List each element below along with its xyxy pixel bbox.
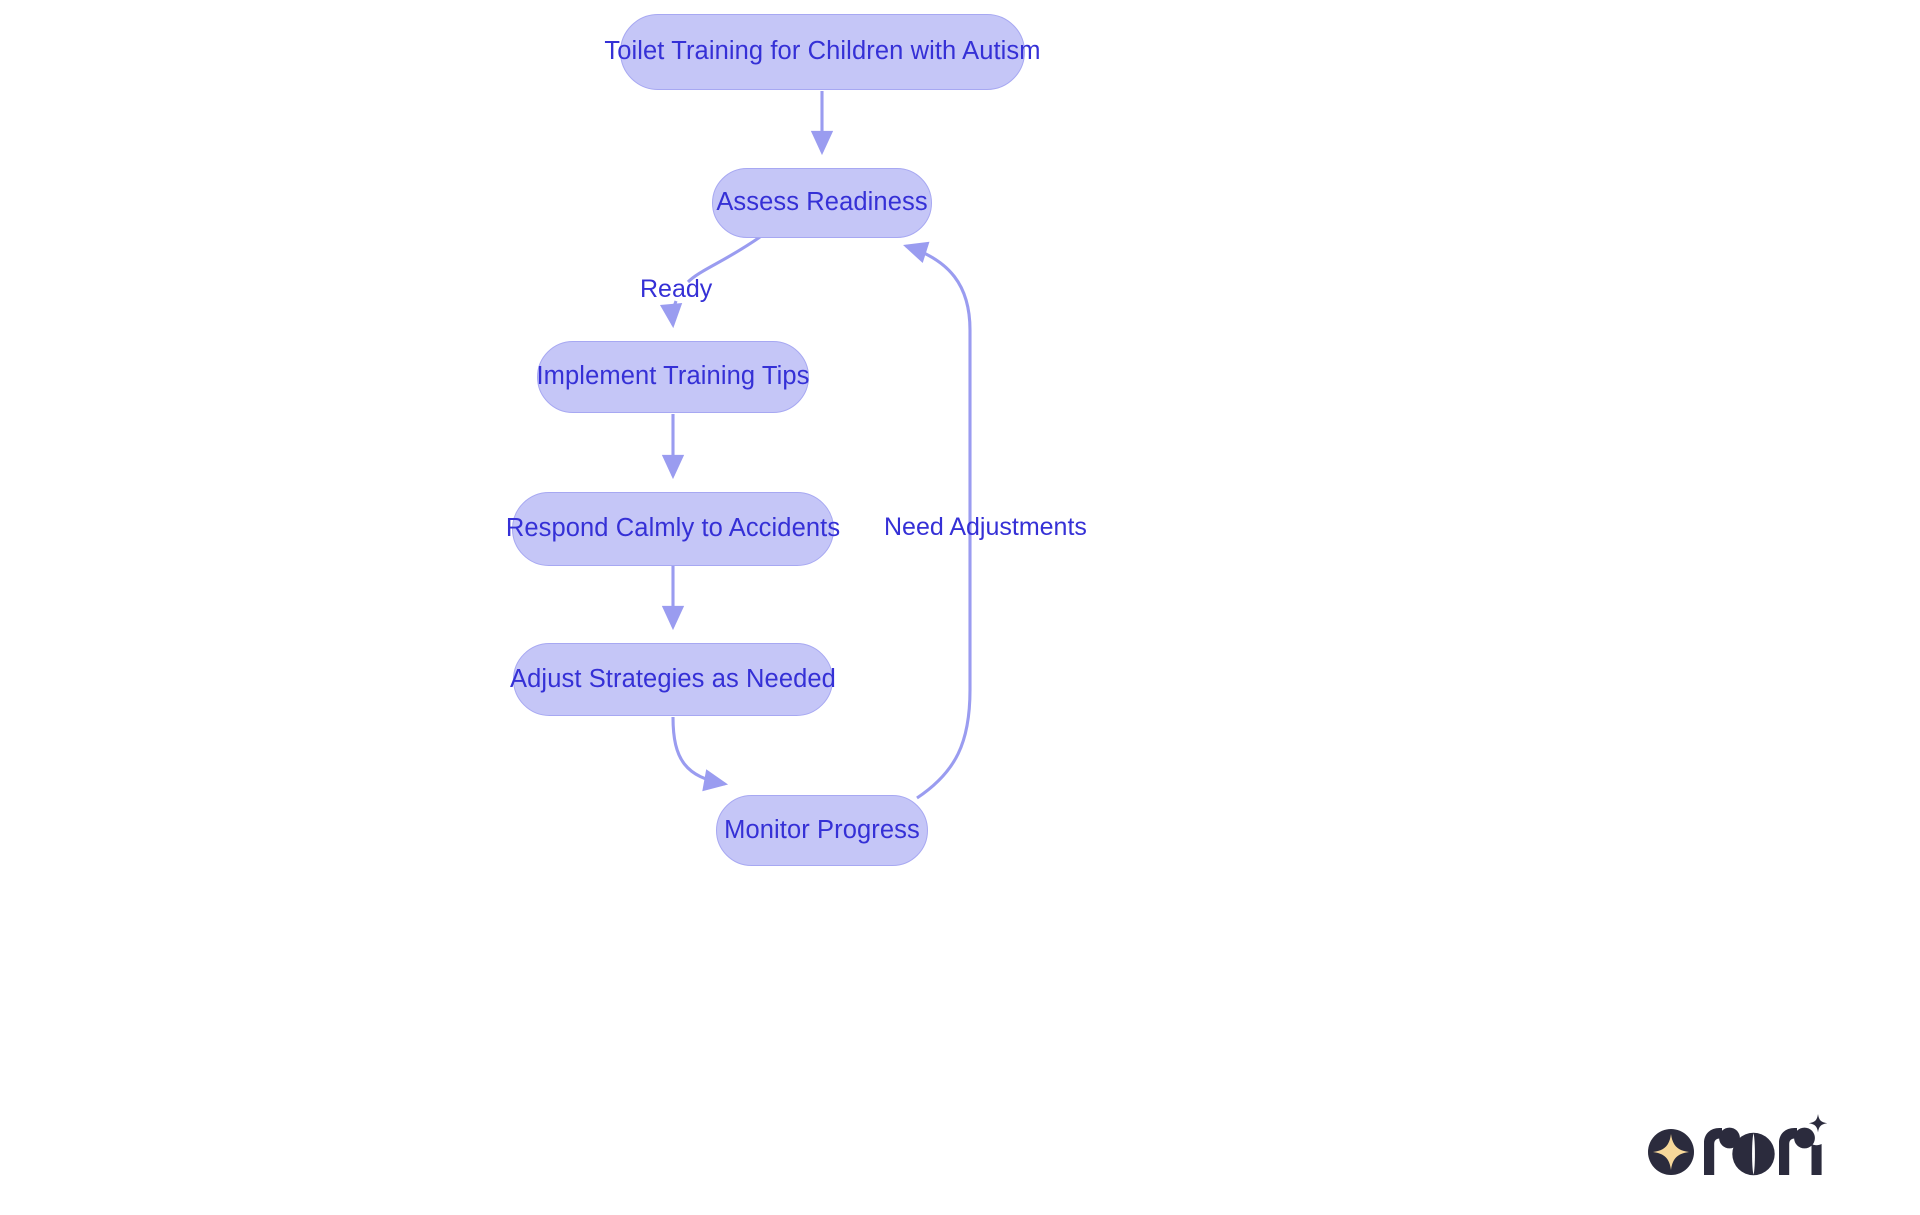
- node-assess-readiness[interactable]: Assess Readiness: [712, 168, 932, 238]
- node-label: Toilet Training for Children with Autism: [604, 37, 1041, 66]
- node-monitor-progress[interactable]: Monitor Progress: [716, 795, 928, 866]
- edge-assess-to-implement-tail: [659, 300, 683, 329]
- edge-label-need-adjustments: Need Adjustments: [884, 513, 1087, 541]
- sparkle-star-icon: [1648, 1129, 1694, 1175]
- node-implement-training-tips[interactable]: Implement Training Tips: [537, 341, 809, 413]
- rori-logo[interactable]: [1648, 1112, 1828, 1188]
- node-label: Monitor Progress: [724, 815, 920, 844]
- node-adjust-strategies-as-needed[interactable]: Adjust Strategies as Needed: [510, 643, 836, 716]
- node-label: Implement Training Tips: [536, 362, 810, 391]
- node-label: Respond Calmly to Accidents: [505, 514, 841, 543]
- edge-label-ready: Ready: [640, 275, 713, 303]
- sparkle-small-icon: [1808, 1114, 1828, 1133]
- node-respond-calmly-to-accidents[interactable]: Respond Calmly to Accidents: [506, 492, 840, 566]
- rori-wordmark: [1704, 1127, 1822, 1176]
- node-label: Adjust Strategies as Needed: [510, 664, 836, 693]
- edge-adjust-to-monitor: [671, 716, 729, 792]
- node-toilet-training-for-children-with-autism[interactable]: Toilet Training for Children with Autism: [604, 14, 1041, 90]
- node-label: Assess Readiness: [716, 188, 928, 217]
